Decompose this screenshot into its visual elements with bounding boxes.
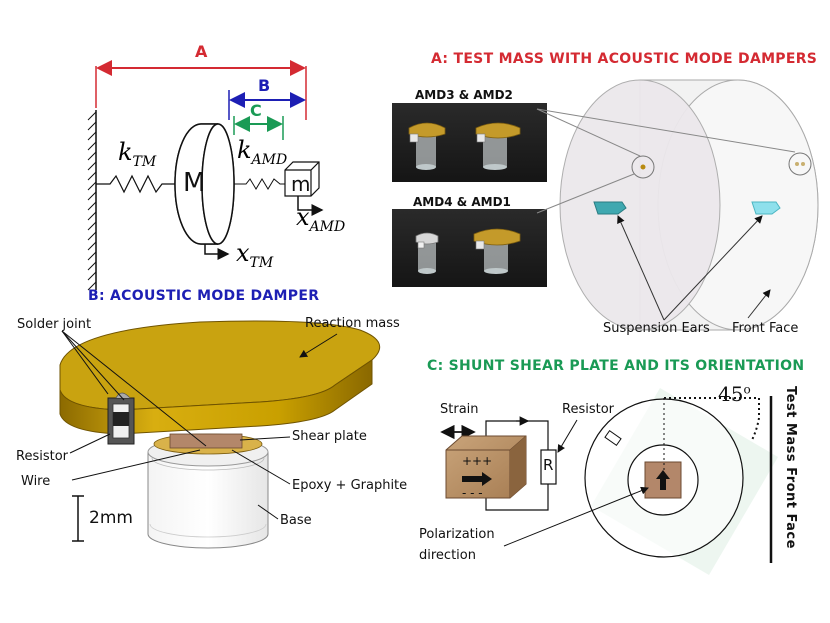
x-tm-subscript: TM bbox=[249, 254, 274, 271]
test-mass-panel bbox=[392, 79, 819, 331]
k-tm-symbol: k bbox=[118, 138, 133, 166]
panel-b-title: B: ACOUSTIC MODE DAMPER bbox=[88, 288, 320, 304]
scale-bar-label: 2mm bbox=[89, 508, 133, 528]
angle-label: 45o bbox=[718, 382, 751, 406]
wire-label: Wire bbox=[21, 474, 51, 489]
x-amd-symbol: x bbox=[296, 203, 310, 231]
polarization-label: Polarization bbox=[419, 527, 495, 542]
solder-joint-label: Solder joint bbox=[17, 317, 92, 332]
x-tm-label: xTM bbox=[236, 239, 273, 271]
shear-plate-label: Shear plate bbox=[292, 429, 367, 444]
resistor-label-c: Resistor bbox=[562, 402, 614, 417]
dim-c-label: C bbox=[250, 101, 262, 120]
strain-label: Strain bbox=[440, 402, 479, 417]
photo-top-label: AMD3 & AMD2 bbox=[415, 88, 513, 102]
spring-mass-diagram bbox=[87, 60, 324, 291]
mass-m-small: m bbox=[291, 172, 311, 196]
panel-c-title: C: SHUNT SHEAR PLATE AND ITS ORIENTATION bbox=[427, 358, 805, 374]
reaction-mass-label: Reaction mass bbox=[305, 316, 400, 331]
k-amd-symbol: k bbox=[237, 136, 252, 164]
panel-a-title: A: TEST MASS WITH ACOUSTIC MODE DAMPERS bbox=[431, 51, 818, 67]
suspension-ears-label: Suspension Ears bbox=[603, 321, 710, 336]
k-tm-label: kTM bbox=[118, 138, 156, 170]
dim-a-label: A bbox=[195, 42, 208, 61]
shunt-shear-plate-drawing bbox=[440, 388, 778, 575]
mass-m-big: M bbox=[183, 168, 206, 198]
resistor-label-b: Resistor bbox=[16, 449, 68, 464]
acoustic-mode-damper-drawing bbox=[59, 320, 381, 549]
angle-unit: o bbox=[743, 382, 751, 397]
direction-label: direction bbox=[419, 548, 476, 563]
k-amd-label: kAMD bbox=[237, 136, 287, 168]
dim-b-label: B bbox=[258, 76, 271, 95]
x-amd-subscript: AMD bbox=[309, 218, 346, 235]
k-amd-subscript: AMD bbox=[251, 151, 288, 168]
front-face-label: Front Face bbox=[732, 321, 799, 336]
photo-bottom-label: AMD4 & AMD1 bbox=[413, 195, 511, 209]
resistor-symbol: R bbox=[543, 456, 554, 474]
x-tm-symbol: x bbox=[236, 239, 250, 267]
epoxy-graphite-label: Epoxy + Graphite bbox=[292, 478, 408, 493]
k-tm-subscript: TM bbox=[132, 153, 157, 170]
base-label: Base bbox=[280, 513, 312, 528]
x-amd-label: xAMD bbox=[296, 203, 345, 235]
minus-signs: - - - bbox=[462, 486, 483, 500]
plus-signs: +++ bbox=[462, 454, 493, 468]
angle-value: 45 bbox=[718, 382, 744, 406]
test-mass-front-face-label: Test Mass Front Face bbox=[783, 386, 798, 549]
